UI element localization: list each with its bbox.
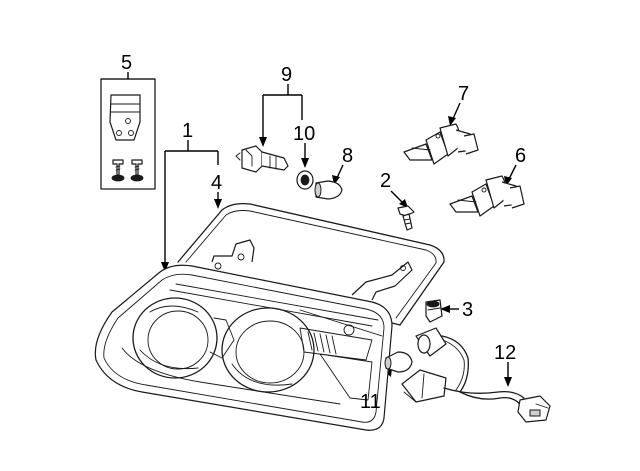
adjuster-kit-group [100, 78, 156, 190]
low-beam-bulb-drawing [449, 175, 525, 217]
housing-rear-outline [177, 202, 445, 326]
side-marker-bulb-drawing [314, 180, 343, 200]
lens-bezel [94, 264, 393, 431]
label-3: 3 [462, 299, 473, 321]
label-1: 1 [182, 120, 193, 142]
headlamp-assembly-drawing [94, 202, 445, 431]
label-5: 5 [121, 52, 132, 74]
label-12: 12 [494, 342, 516, 364]
label-8: 8 [342, 145, 353, 167]
high-beam-bulb-drawing [403, 123, 479, 165]
kit-screw-left [111, 159, 125, 182]
bulb-socket-drawing [235, 145, 289, 173]
left-projector [132, 297, 218, 379]
harness-connector [517, 395, 551, 423]
label-11: 11 [360, 391, 381, 413]
label-6: 6 [515, 145, 526, 167]
reflector-hatch [307, 331, 337, 355]
gasket-drawing [296, 170, 314, 190]
right-projector [221, 307, 315, 393]
label-10: 10 [293, 123, 315, 145]
mount-screw-drawing [397, 205, 415, 231]
label-2: 2 [380, 170, 391, 192]
kit-screw-right [130, 159, 144, 182]
label-7: 7 [458, 83, 469, 105]
right-mount-bracket [351, 261, 413, 301]
side-lamp-section [299, 327, 373, 361]
clip-nut-drawing [425, 299, 443, 323]
callout-labels: 5 1 4 9 10 8 7 6 2 3 11 12 [121, 52, 526, 413]
label-4: 4 [211, 172, 222, 194]
top-mount-bracket [211, 239, 255, 263]
bracket-plate [109, 94, 141, 141]
wiring-harness-drawing [401, 327, 551, 423]
label-9: 9 [281, 64, 292, 86]
turn-signal-bulb-drawing [384, 351, 413, 373]
